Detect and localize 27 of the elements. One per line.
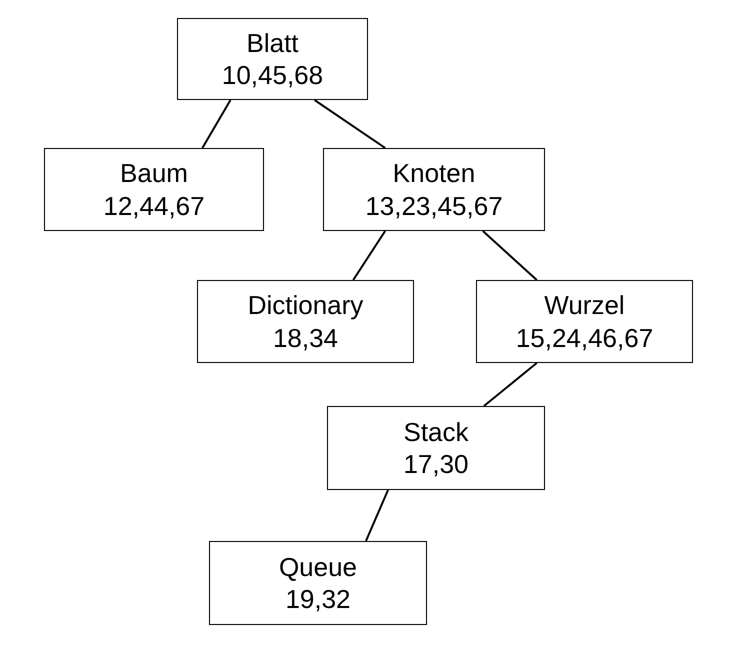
node-values: 15,24,46,67 [516, 322, 654, 354]
node-values: 17,30 [403, 448, 469, 480]
node-values: 10,45,68 [222, 59, 324, 92]
connector-line [202, 100, 232, 148]
node-title: Knoten [392, 157, 476, 190]
tree-node-box [44, 148, 264, 231]
node-title: Wurzel [544, 289, 625, 322]
node-values: 19,32 [285, 583, 351, 616]
node-title: Blatt [246, 26, 299, 59]
node-values: 18,34 [272, 322, 338, 354]
tree-node-box [209, 541, 427, 625]
tree-node-box [197, 280, 414, 363]
node-title: Queue [278, 550, 358, 583]
connector-line [352, 230, 386, 281]
tree-node-box [327, 406, 545, 490]
connector-line [483, 362, 538, 407]
node-title: Baum [120, 157, 188, 190]
tree-node-box [476, 280, 693, 363]
connector-line [314, 99, 386, 149]
node-title: Dictionary [248, 289, 364, 322]
node-values: 13,23,45,67 [365, 190, 503, 222]
connector-line [365, 490, 389, 542]
tree-node-box [323, 148, 545, 231]
node-title: Stack [403, 416, 469, 448]
connector-line [482, 230, 538, 281]
tree-node-box [177, 18, 368, 100]
node-values: 12,44,67 [103, 190, 205, 222]
